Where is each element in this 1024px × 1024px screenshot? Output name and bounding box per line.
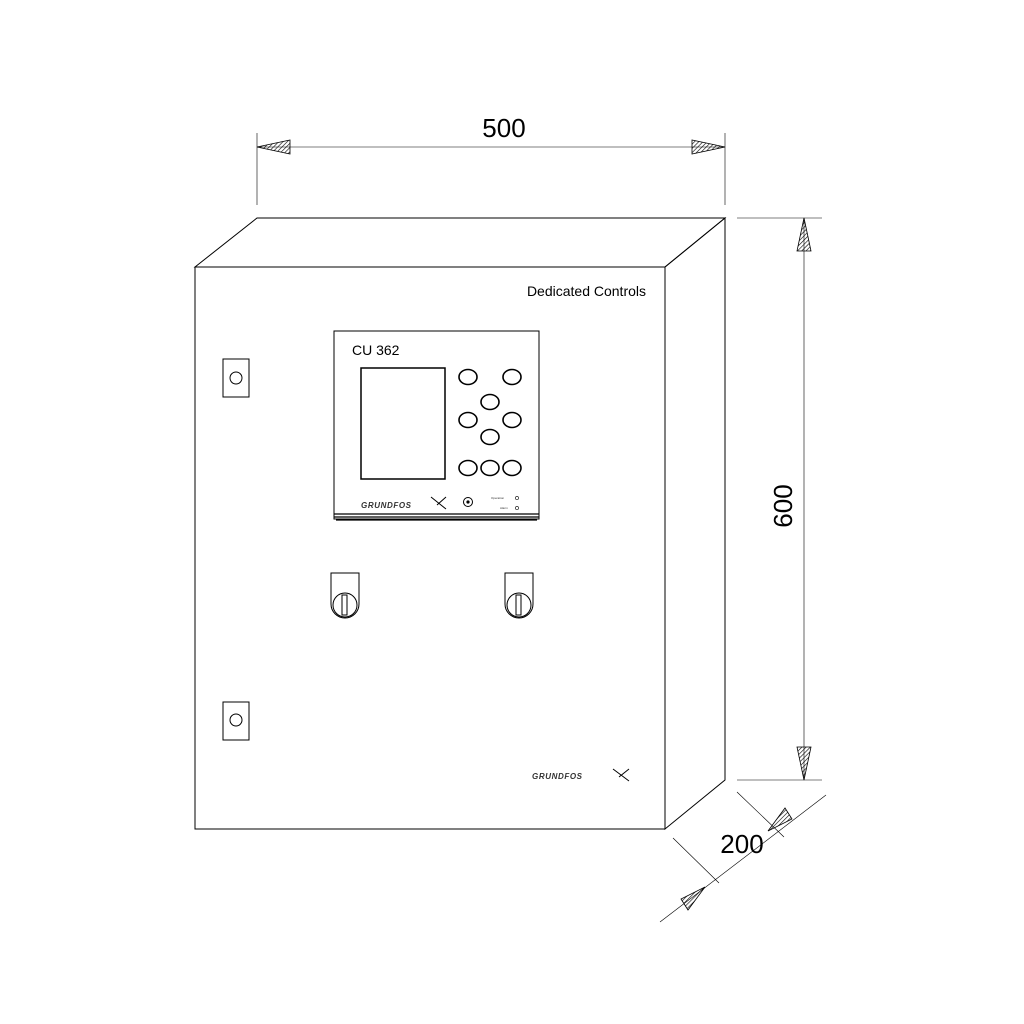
height-dimension: 600	[737, 217, 822, 781]
depth-label: 200	[720, 829, 763, 859]
depth-arrow-lower	[680, 886, 706, 911]
controller-brand-logo: GRUNDFOS	[361, 496, 447, 510]
indicator-alarm-led	[515, 506, 519, 510]
controller-cu362: CU 362 GRUNDFOS Operation Alarm	[333, 330, 540, 521]
cabinet-brand-logo: GRUNDFOS	[532, 768, 630, 782]
cabinet-top-face	[193, 217, 727, 268]
key-right-button[interactable]	[502, 411, 522, 429]
indicator-operation-led	[515, 496, 519, 500]
grundfos-x-icon	[430, 496, 447, 510]
controller-keypad	[458, 368, 522, 477]
width-arrow-left	[256, 139, 291, 155]
key-down-button[interactable]	[480, 428, 500, 446]
depth-extension-bottom	[672, 837, 720, 884]
controller-display	[360, 367, 446, 480]
key-plus-button[interactable]	[502, 459, 522, 477]
key-menu-button[interactable]	[458, 368, 478, 386]
controller-base-stripes	[334, 513, 539, 521]
service-port-icon	[463, 497, 473, 507]
controller-model-label: CU 362	[352, 342, 400, 358]
depth-dimension: 200	[659, 791, 827, 923]
cabinet-label: Dedicated Controls	[527, 283, 646, 299]
cabinet-brand-text: GRUNDFOS	[532, 772, 583, 781]
cabinet-side-face	[664, 216, 726, 831]
height-label: 600	[768, 484, 798, 527]
key-up-button[interactable]	[480, 393, 500, 411]
height-arrow-bottom	[796, 746, 812, 781]
key-back-button[interactable]	[502, 368, 522, 386]
indicator-alarm-label: Alarm	[500, 506, 508, 510]
grundfos-x-icon	[612, 768, 630, 782]
door-lock-upper[interactable]	[222, 358, 250, 398]
depth-extension-top	[736, 791, 785, 838]
depth-arrow-upper	[767, 807, 793, 832]
width-arrow-right	[691, 139, 726, 155]
rotary-switch-left[interactable]	[330, 572, 360, 619]
rotary-switch-right[interactable]	[504, 572, 534, 619]
cabinet-front-door	[194, 266, 666, 830]
width-dimension: 500	[256, 113, 726, 205]
key-left-button[interactable]	[458, 411, 478, 429]
controller-brand-text: GRUNDFOS	[361, 501, 412, 510]
cabinet: Dedicated Controls GRUNDFOS	[193, 216, 727, 831]
key-ok-button[interactable]	[480, 459, 500, 477]
height-arrow-top	[796, 217, 812, 252]
width-label: 500	[482, 113, 525, 143]
key-minus-button[interactable]	[458, 459, 478, 477]
indicator-operation-label: Operation	[491, 496, 505, 500]
status-indicators: Operation Alarm	[491, 496, 519, 510]
door-lock-lower[interactable]	[222, 701, 250, 741]
controller-panel	[333, 330, 540, 520]
